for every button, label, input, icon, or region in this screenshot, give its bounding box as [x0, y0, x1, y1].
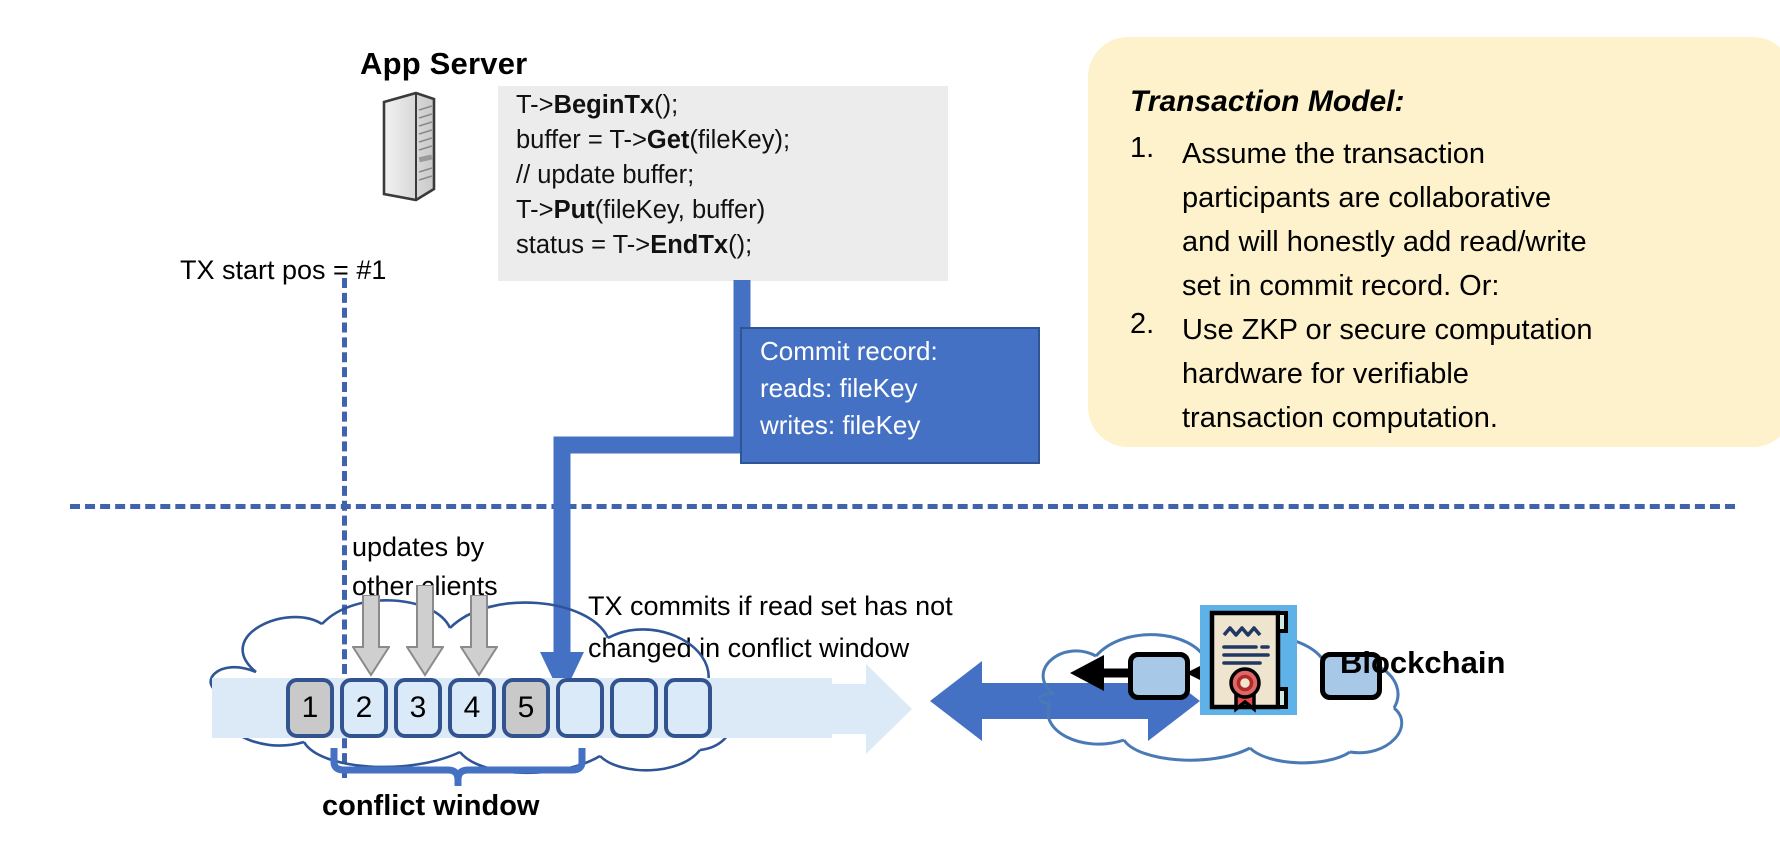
client-server-divider	[70, 504, 1735, 509]
tx-model-item-2-text: Use ZKP or secure computation hardware f…	[1182, 308, 1593, 440]
log-continues-arrow	[806, 662, 916, 762]
tx-model-line: hardware for verifiable	[1182, 358, 1469, 390]
commit-record-box	[740, 327, 1040, 464]
blockchain-block-3[interactable]	[1320, 652, 1382, 700]
code-line: // update buffer;	[516, 161, 695, 189]
tx-start-pos-label: TX start pos = #1	[180, 255, 387, 285]
log-box-label: 2	[355, 691, 373, 724]
tx-model-line: Use ZKP or secure computation	[1182, 314, 1593, 346]
log-box-3[interactable]: 3	[394, 678, 442, 738]
app-server-title: App Server	[360, 46, 528, 81]
sync-double-arrow	[930, 655, 1200, 752]
code-line: T->Put(fileKey, buffer)	[516, 196, 766, 224]
log-box-7[interactable]	[610, 678, 658, 738]
commit-record-writes: writes: fileKey	[760, 410, 921, 440]
tx-commits-note: TX commits if read set has not changed i…	[588, 585, 953, 669]
log-box-label: 4	[463, 691, 481, 724]
conflict-window-brace	[330, 746, 590, 795]
log-box-6[interactable]	[556, 678, 604, 738]
server-tower-icon	[378, 90, 440, 205]
log-box-5[interactable]: 5	[502, 678, 550, 738]
tx-model-line: participants are collaborative	[1182, 182, 1552, 214]
tx-model-item-2-number: 2.	[1130, 308, 1155, 340]
log-box-2[interactable]: 2	[340, 678, 388, 738]
log-box-1[interactable]: 1	[286, 678, 334, 738]
certificate-icon	[1200, 605, 1297, 715]
other-client-update-arrow-1	[351, 594, 391, 682]
log-box-8[interactable]	[664, 678, 712, 738]
transaction-model-title: Transaction Model:	[1130, 85, 1405, 118]
other-client-update-arrow-3	[459, 594, 499, 682]
log-box-label: 3	[409, 691, 427, 724]
tx-commits-note-line: TX commits if read set has not	[588, 591, 953, 621]
transaction-model-box	[1088, 37, 1780, 447]
commit-record-text: Commit record: reads: fileKey writes: fi…	[760, 333, 1060, 444]
tx-model-line: set in commit record. Or:	[1182, 270, 1500, 302]
tx-start-dashed-line	[342, 278, 347, 778]
code-block: T->BeginTx(); buffer = T->Get(fileKey); …	[516, 88, 966, 263]
updates-label-line: updates by	[352, 532, 485, 562]
tx-commits-note-line: changed in conflict window	[588, 633, 910, 663]
other-client-update-arrow-2	[405, 584, 445, 682]
tx-model-line: Assume the transaction	[1182, 138, 1486, 170]
code-line: status = T->EndTx();	[516, 231, 753, 259]
log-box-label: 1	[301, 691, 319, 724]
code-line: buffer = T->Get(fileKey);	[516, 126, 791, 154]
commit-record-reads: reads: fileKey	[760, 373, 918, 403]
tx-model-line: transaction computation.	[1182, 402, 1498, 434]
conflict-window-label: conflict window	[322, 790, 540, 822]
tx-model-item-1-text: Assume the transaction participants are …	[1182, 132, 1587, 308]
commit-record-title: Commit record:	[760, 336, 938, 366]
log-box-label: 5	[517, 691, 535, 724]
blockchain-label: Blockchain	[1340, 645, 1506, 680]
log-box-4[interactable]: 4	[448, 678, 496, 738]
tx-model-line: and will honestly add read/write	[1182, 226, 1587, 258]
code-block-background	[498, 86, 948, 281]
tx-model-item-1-number: 1.	[1130, 132, 1155, 164]
blockchain-block-1[interactable]	[1128, 652, 1190, 700]
code-line: T->BeginTx();	[516, 91, 679, 119]
